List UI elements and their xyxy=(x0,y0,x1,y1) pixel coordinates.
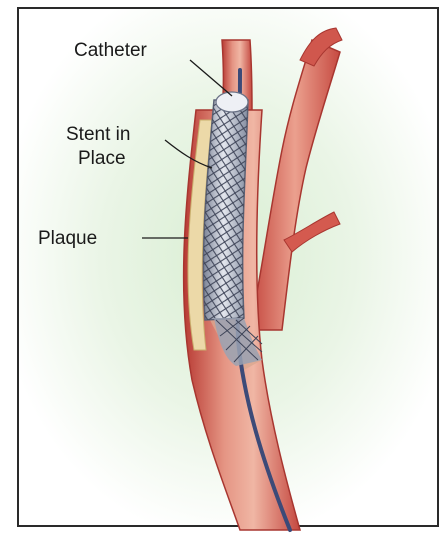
label-stent-line2: Place xyxy=(78,148,126,169)
label-stent-line1: Stent in xyxy=(66,124,130,145)
label-plaque: Plaque xyxy=(38,228,97,249)
label-catheter: Catheter xyxy=(74,40,148,61)
catheter-tip xyxy=(216,92,248,112)
